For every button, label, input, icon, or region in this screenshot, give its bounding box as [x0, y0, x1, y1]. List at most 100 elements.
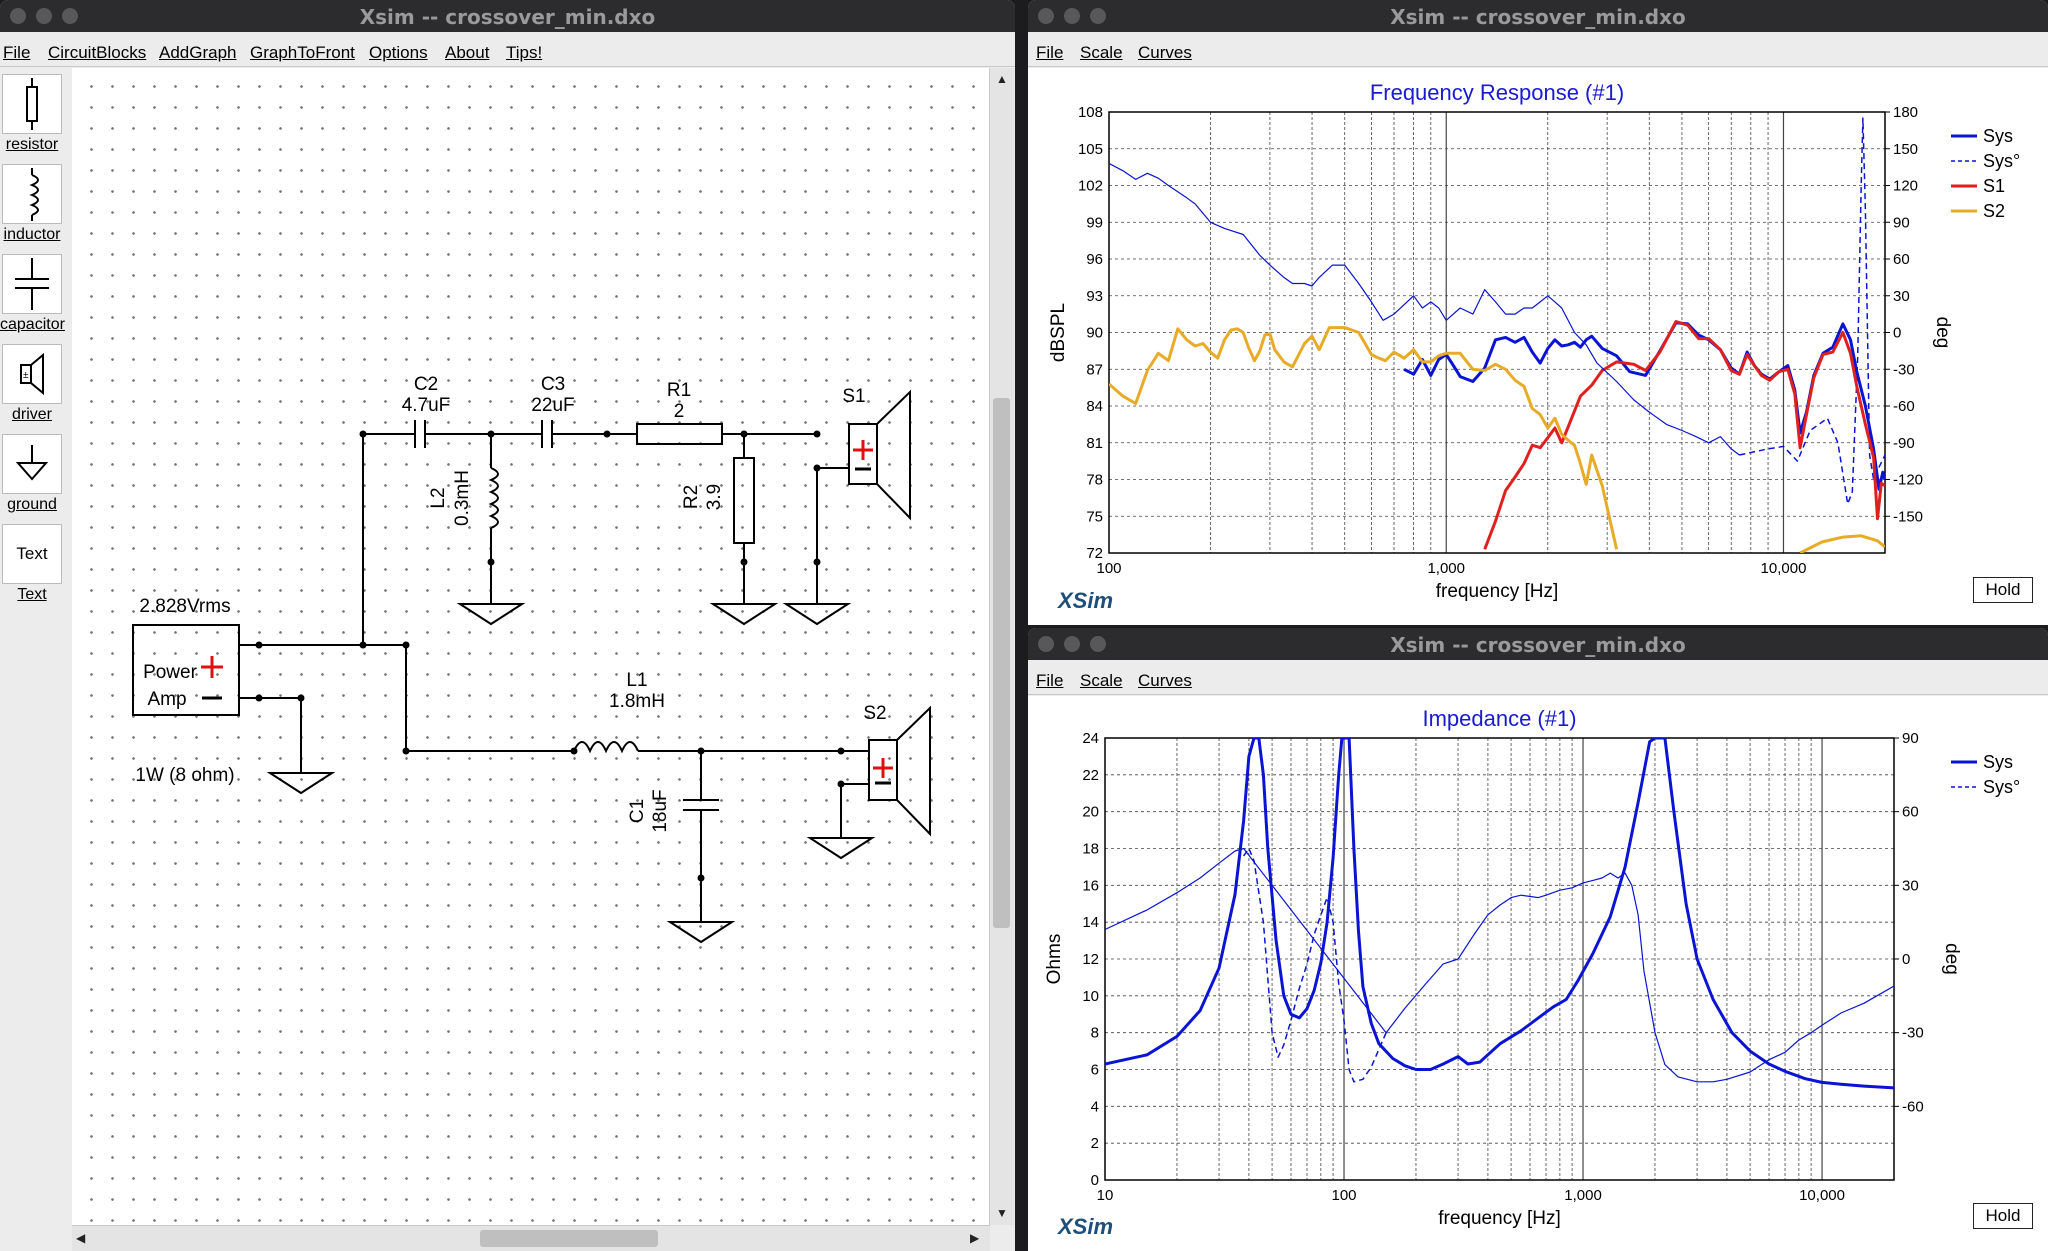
fr-y-axis-label: dBSPL [1048, 303, 1069, 362]
menu-graphtofront[interactable]: GraphToFront [250, 43, 355, 62]
z-y-tick-label: 16 [1082, 877, 1099, 894]
fr-y-tick-label: 84 [1086, 398, 1103, 415]
ground-icon[interactable] [2, 434, 62, 494]
menu-tips[interactable]: Tips! [506, 43, 543, 62]
fr-y2-tick-label: 0 [1893, 325, 1901, 342]
schematic-vertical-scrollbar[interactable]: ▲ ▼ [989, 68, 1014, 1225]
close-window-button[interactable] [1038, 636, 1054, 652]
close-window-button[interactable] [10, 8, 26, 24]
fr-y-tick-label: 87 [1086, 361, 1103, 378]
z-x-axis-label: frequency [Hz] [1438, 1208, 1561, 1229]
fr-series-line [1799, 534, 1885, 553]
plot-frame [1104, 737, 1895, 1181]
menu-file[interactable]: File [1036, 43, 1064, 62]
fr-y-tick-label: 72 [1086, 545, 1103, 562]
frequency-response-chart: 72757881848790939699102105108-150-120-90… [1048, 80, 2020, 602]
zoom-window-button[interactable] [1090, 8, 1106, 24]
inductor-icon[interactable] [2, 164, 62, 224]
menu-circuitblocks[interactable]: CircuitBlocks [48, 43, 147, 62]
r2-name: R2 [681, 485, 702, 509]
fr-y2-tick-label: 30 [1893, 288, 1910, 305]
z-y-tick-label: 8 [1091, 1025, 1099, 1042]
menu-curves[interactable]: Curves [1138, 671, 1192, 690]
menu-about[interactable]: About [445, 43, 490, 62]
minimize-window-button[interactable] [1064, 636, 1080, 652]
fr-y-tick-label: 93 [1086, 288, 1103, 305]
driver-icon[interactable]: ± [2, 344, 62, 404]
window-title: Xsim -- crossover_min.dxo [1390, 633, 1686, 657]
text-icon[interactable]: Text [2, 524, 62, 584]
amp-label-line2: Amp [147, 689, 186, 710]
window-title: Xsim -- crossover_min.dxo [1390, 5, 1686, 29]
z-y2-tick-label: 0 [1902, 951, 1910, 968]
horizontal-scroll-thumb[interactable] [480, 1230, 658, 1247]
menu-scale[interactable]: Scale [1080, 43, 1123, 62]
capacitor-icon[interactable] [2, 254, 62, 314]
z-y-tick-label: 4 [1091, 1098, 1099, 1115]
fr-y-tick-label: 75 [1086, 508, 1103, 525]
z-y-tick-label: 14 [1082, 914, 1099, 931]
minimize-window-button[interactable] [36, 8, 52, 24]
frequency-response-window: Xsim -- crossover_min.dxo File Scale Cur… [1028, 0, 2048, 625]
schematic-titlebar[interactable]: Xsim -- crossover_min.dxo [0, 0, 1015, 32]
menu-scale[interactable]: Scale [1080, 671, 1123, 690]
zoom-window-button[interactable] [1090, 636, 1106, 652]
fr-y2-tick-label: -60 [1893, 398, 1915, 415]
scroll-left-icon[interactable]: ◀ [76, 1231, 86, 1245]
amp-rating: 1W (8 ohm) [135, 765, 234, 786]
schematic-horizontal-scrollbar[interactable]: ◀ ▶ [72, 1225, 990, 1251]
scroll-right-icon[interactable]: ▶ [970, 1231, 980, 1245]
l1-value: 1.8mH [609, 691, 665, 712]
scroll-down-icon[interactable]: ▼ [996, 1206, 1008, 1220]
fr-y2-tick-label: 90 [1893, 214, 1910, 231]
legend-entry: Sys [1983, 126, 2013, 146]
close-window-button[interactable] [1038, 8, 1054, 24]
r1-value: 2 [674, 401, 685, 422]
fr-y-tick-label: 108 [1078, 104, 1103, 121]
c2-name: C2 [414, 374, 438, 395]
fr-y-tick-label: 78 [1086, 472, 1103, 489]
fr-x-tick-label: 100 [1096, 560, 1121, 577]
fr-chart-title: Frequency Response (#1) [1370, 80, 1624, 105]
fr-x-axis-label: frequency [Hz] [1436, 581, 1559, 602]
z-x-tick-label: 10 [1097, 1187, 1114, 1204]
l2-name: L2 [428, 487, 449, 508]
z-y2-tick-label: 90 [1902, 730, 1919, 747]
vertical-scroll-thumb[interactable] [993, 398, 1010, 928]
schematic-drawing: C2 4.7uF C3 22uF R1 2 S1 S2 L1 1.8mH 2.8… [132, 374, 931, 944]
z-y-tick-label: 6 [1091, 1062, 1099, 1079]
hold-button[interactable]: Hold [1973, 1203, 2033, 1229]
legend-entry: Sys [1983, 752, 2013, 772]
fr-series-line [1483, 320, 1885, 550]
fr-menubar: File Scale Curves [1028, 32, 2048, 67]
fr-series-line [1109, 162, 1740, 456]
svg-text:±: ± [23, 370, 29, 381]
minimize-window-button[interactable] [1064, 8, 1080, 24]
menu-options[interactable]: Options [369, 43, 428, 62]
z-y-tick-label: 12 [1082, 951, 1099, 968]
z-y-tick-label: 0 [1091, 1172, 1099, 1189]
l1-name: L1 [626, 670, 647, 691]
fr-y2-tick-label: -150 [1893, 508, 1923, 525]
hold-button[interactable]: Hold [1973, 577, 2033, 603]
fr-y-tick-label: 81 [1086, 435, 1103, 452]
resistor-icon[interactable] [2, 74, 62, 134]
r2-value: 3.9 [704, 484, 725, 510]
palette-label: driver [11, 406, 52, 423]
amp-label-line1: Power [143, 662, 198, 683]
menu-addgraph[interactable]: AddGraph [159, 43, 237, 62]
scroll-up-icon[interactable]: ▲ [996, 72, 1008, 86]
fr-y-tick-label: 90 [1086, 325, 1103, 342]
menu-file[interactable]: File [1036, 671, 1064, 690]
z-x-tick-label: 1,000 [1564, 1187, 1602, 1204]
fr-y2-tick-label: -120 [1893, 472, 1923, 489]
schematic-canvas[interactable]: C2 4.7uF C3 22uF R1 2 S1 S2 L1 1.8mH 2.8… [72, 68, 990, 1225]
zoom-window-button[interactable] [62, 8, 78, 24]
fr-titlebar[interactable]: Xsim -- crossover_min.dxo [1028, 0, 2048, 32]
menu-curves[interactable]: Curves [1138, 43, 1192, 62]
z-titlebar[interactable]: Xsim -- crossover_min.dxo [1028, 628, 2048, 660]
r1-name: R1 [667, 380, 691, 401]
menu-file[interactable]: File [3, 43, 31, 62]
